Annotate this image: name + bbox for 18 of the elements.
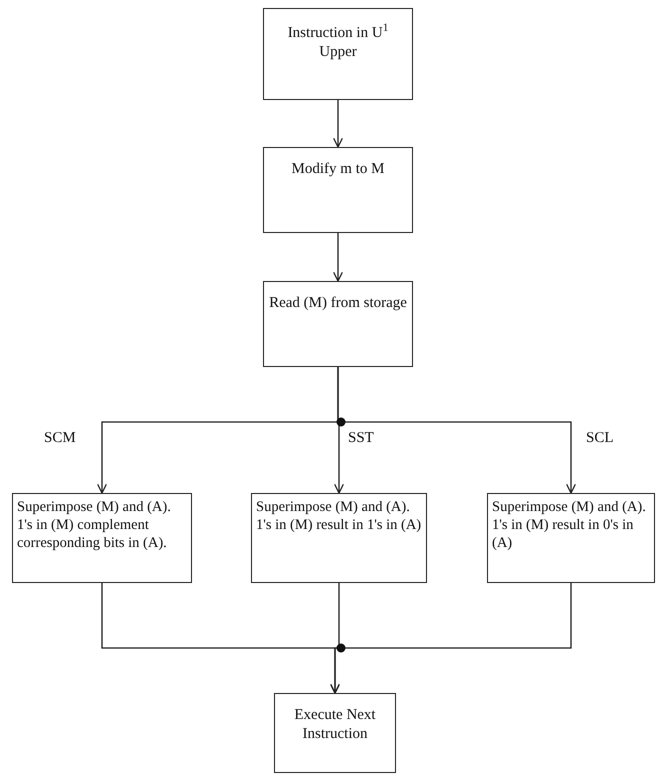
arrow	[337, 367, 576, 494]
box-text: Instruction in U$^{1}$ Upper	[286, 21, 390, 62]
arrow	[330, 583, 572, 694]
process-box	[263, 281, 413, 367]
arrow	[332, 100, 344, 148]
box-text: Execute Next Instruction	[293, 706, 377, 744]
box-text: Read (M) from storage	[269, 294, 407, 313]
process-box	[263, 8, 413, 100]
process-box	[251, 493, 427, 583]
arrow	[332, 233, 344, 282]
box-text: Superimpose (M) and (A). 1's in (M) result in 0's in (A)	[492, 498, 647, 552]
process-box	[487, 493, 655, 583]
process-box	[12, 493, 192, 583]
process-box	[263, 147, 413, 233]
process-box	[274, 693, 396, 773]
box-text: Superimpose (M) and (A). 1's in (M) complement corresponding bits in (A).	[17, 498, 172, 552]
box-text: Modify m to M	[292, 160, 384, 179]
box-text: Superimpose (M) and (A). 1's in (M) result in 1's in (A)	[256, 498, 422, 534]
